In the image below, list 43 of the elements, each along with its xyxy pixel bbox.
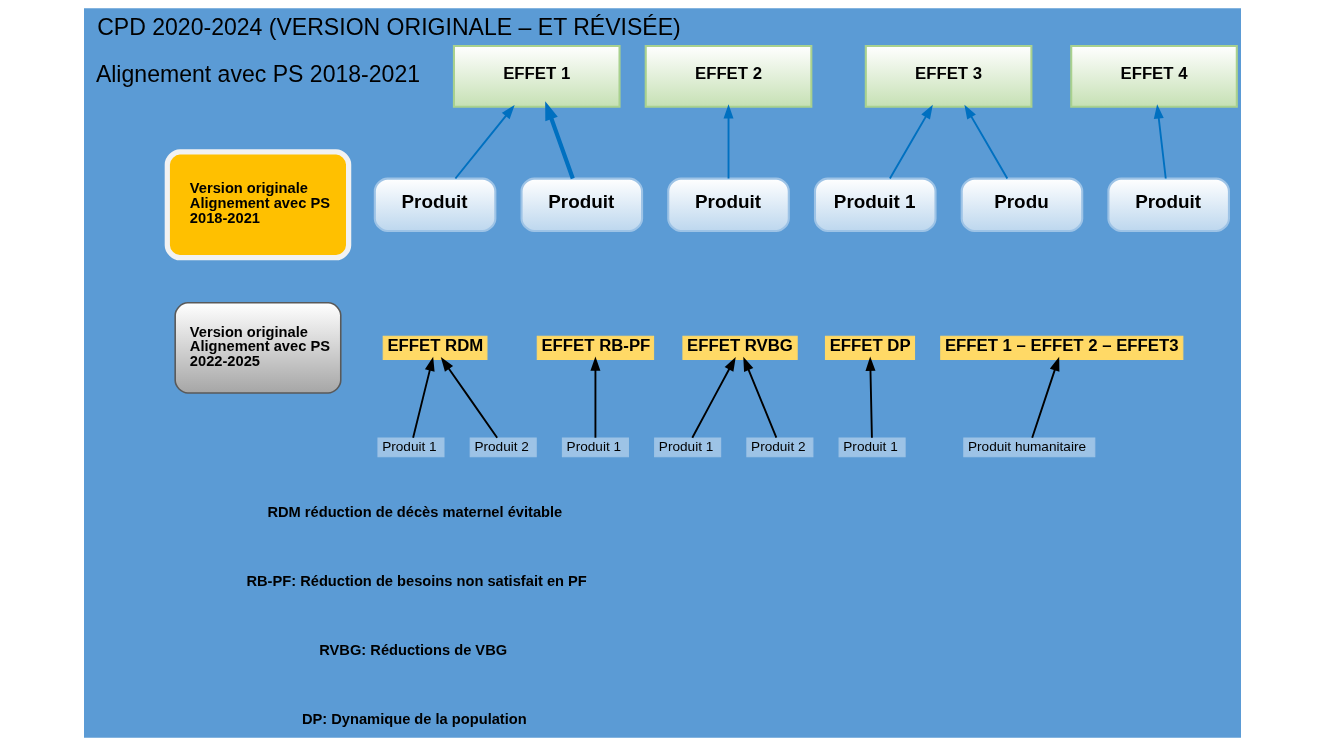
node-box: Version originale Alignement avec PS 2022-2025 — [173, 302, 342, 394]
node-box: EFFET 1 – EFFET 2 – EFFET3 — [939, 335, 1183, 360]
node-box: Produit 1 — [376, 437, 444, 458]
label: RB-PF: Réduction de besoins non satisfait en PF — [245, 572, 587, 589]
node-box: Produit 1 — [653, 437, 721, 458]
node-box: EFFET 3 — [864, 44, 1032, 108]
arrow — [440, 357, 498, 439]
label: Alignement avec PS 2018-2021 — [95, 61, 420, 88]
node-box: Produit — [520, 177, 643, 233]
arrow — [1153, 104, 1167, 180]
node-box: Produit 1 — [813, 177, 937, 233]
node-box: Version originale Alignement avec PS 2018-2021 — [164, 149, 351, 261]
arrow — [1030, 356, 1059, 439]
node-box: EFFET DP — [824, 335, 915, 360]
node-box: EFFET 4 — [1069, 44, 1238, 108]
arrow — [690, 356, 736, 439]
node-box: EFFET RVBG — [681, 335, 798, 360]
node-box: Produit — [1106, 177, 1230, 233]
arrow — [723, 104, 734, 180]
node-box: Produit 2 — [745, 437, 813, 458]
node-box: EFFET RB-PF — [536, 335, 654, 360]
node-box: Produ — [960, 177, 1083, 233]
arrow — [888, 104, 933, 180]
node-box: Produit humanitaire — [962, 437, 1095, 458]
label: DP: Dynamique de la population — [301, 711, 527, 728]
node-box: EFFET 2 — [644, 44, 812, 108]
node-box: Produit 1 — [561, 437, 629, 458]
label: RDM réduction de décès maternel évitable — [266, 503, 562, 520]
arrow — [411, 356, 435, 439]
label: RVBG: Réductions de VBG — [318, 642, 507, 659]
node-box: Produit — [666, 177, 790, 233]
node-box: Produit 1 — [838, 437, 906, 458]
node-box: Produit 2 — [469, 437, 537, 458]
arrow — [453, 104, 515, 180]
arrow — [589, 356, 600, 439]
arrow — [864, 356, 875, 439]
node-box: EFFET 1 — [452, 44, 621, 108]
arrow — [544, 101, 575, 180]
node-box: EFFET RDM — [382, 335, 487, 360]
diagram-title: CPD 2020-2024 (VERSION ORIGINALE – ET RÉVISÉE) — [96, 14, 681, 41]
arrow — [963, 104, 1008, 180]
arrow — [742, 356, 777, 439]
node-box: Produit — [373, 177, 496, 233]
